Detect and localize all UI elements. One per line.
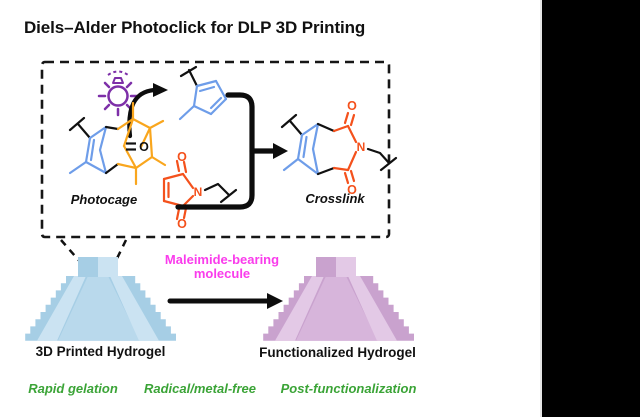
photocage-label: Photocage — [70, 192, 138, 207]
photocage-structure: O — [68, 101, 167, 186]
figure-title: Diels–Alder Photoclick for DLP 3D Printi… — [24, 18, 366, 37]
crosslink-ring-bonds — [316, 122, 336, 176]
oxygen-atom-label: O — [139, 140, 149, 154]
oxygen-atom-label: O — [177, 150, 187, 164]
figure-edge-line — [540, 0, 542, 417]
photocage-r-group — [68, 116, 92, 140]
nitrogen-atom-label: N — [357, 140, 366, 154]
combine-bracket-arrow — [175, 92, 288, 210]
oxygen-atom-label: O — [177, 217, 187, 231]
hydrogel-pyramid-blue — [20, 257, 177, 341]
highlight-rapid-gelation: Rapid gelation — [28, 381, 118, 396]
cyclopentadiene-structure — [178, 65, 228, 121]
hydrogel-pyramid-purple — [258, 257, 414, 341]
cyclopentadiene-ring — [178, 79, 228, 121]
crosslink-label: Crosslink — [305, 191, 365, 206]
functionalized-hydrogel-label: Functionalized Hydrogel — [259, 345, 416, 360]
crosslink-r-group-right — [366, 147, 398, 172]
crosslink-norbornene — [282, 122, 320, 176]
arrow-label-line1: Maleimide-bearing — [164, 252, 280, 267]
right-black-bar — [542, 0, 640, 417]
photocage-cage — [116, 101, 167, 186]
photocage-norbornene — [68, 125, 108, 175]
uv-lamp-icon — [97, 70, 139, 117]
maleimide-ring — [162, 159, 195, 221]
photocage-ring-bonds — [104, 125, 120, 175]
crosslink-r-group-left — [280, 113, 304, 137]
functionalization-arrow — [167, 293, 283, 309]
nitrogen-atom-label: N — [194, 185, 203, 199]
crosslink-structure: O O N — [280, 99, 398, 197]
cyclopentadiene-r-group — [179, 65, 199, 88]
highlight-post-functionalization: Post-functionalization — [280, 381, 417, 396]
functionalization-arrow-label: Maleimide-bearing molecule — [146, 252, 298, 282]
arrow-label-line2: molecule — [193, 266, 251, 282]
oxygen-atom-label: O — [347, 99, 357, 113]
lamp-rays — [97, 81, 139, 117]
maleimide-r-group — [203, 182, 238, 204]
scheme-graphics: O — [20, 60, 414, 341]
scheme-dashed-box — [40, 60, 391, 239]
maleimide-structure: O O N — [162, 150, 238, 231]
highlight-radical-metal-free: Radical/metal-free — [144, 381, 256, 396]
photocage-ketone — [126, 142, 136, 151]
printed-hydrogel-label: 3D Printed Hydrogel — [35, 344, 166, 359]
crosslink-succinimide — [332, 111, 358, 185]
oxygen-atom-label: O — [347, 183, 357, 197]
